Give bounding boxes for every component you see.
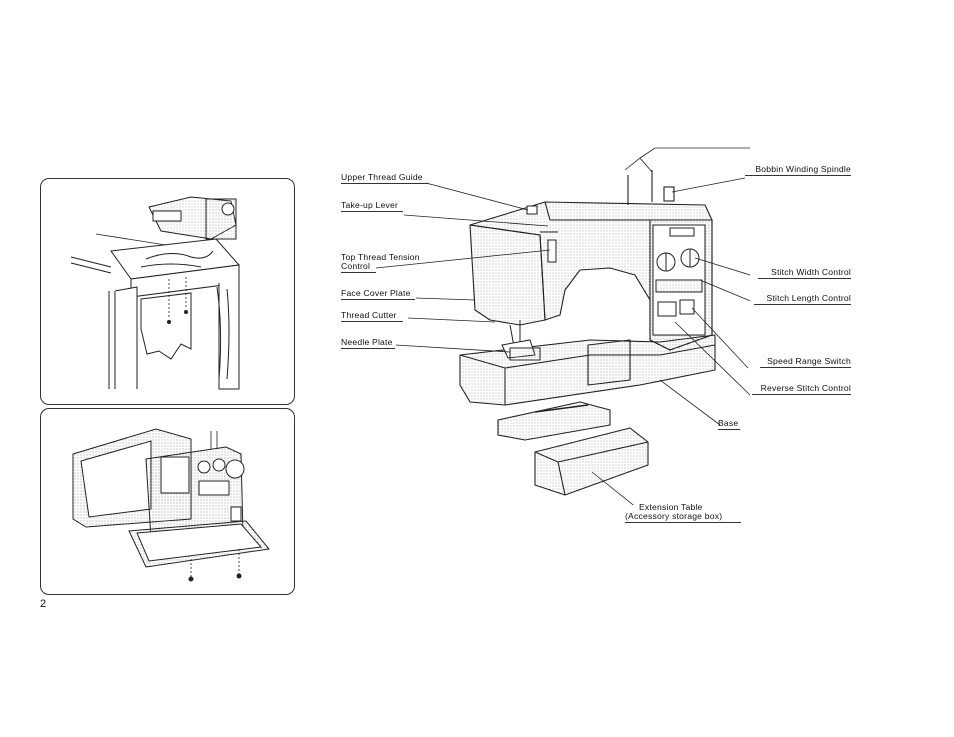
label-thread-cutter: Thread Cutter [341,310,403,322]
label-base: Base [718,418,740,430]
base-attachment-panel [40,408,295,595]
label-upper-thread-guide: Upper Thread Guide [341,172,429,184]
cabinet-mounting-panel [40,178,295,405]
label-reverse-stitch-control: Reverse Stitch Control [752,383,851,395]
label-stitch-length-control: Stitch Length Control [754,293,851,305]
label-bobbin-winding-spindle: Bobbin Winding Spindle [745,164,851,176]
base-attachment-illustration [41,409,294,594]
label-face-cover-plate: Face Cover Plate [341,288,415,300]
label-extension-table-line2: (Accessory storage box) [625,511,741,523]
label-take-up-lever: Take-up Lever [341,200,403,212]
label-stitch-width-control: Stitch Width Control [758,267,851,279]
label-speed-range-switch: Speed Range Switch [760,356,851,368]
label-top-thread-tension-line2: Control [341,261,376,273]
page-number: 2 [40,598,46,610]
label-needle-plate: Needle Plate [341,337,395,349]
table-mounting-illustration [41,179,294,404]
sewing-machine-illustration [330,140,750,505]
